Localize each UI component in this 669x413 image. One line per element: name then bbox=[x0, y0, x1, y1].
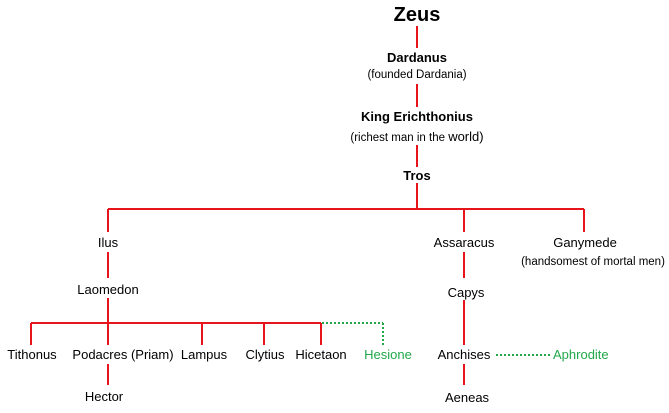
node-dardanus-note: (founded Dardania) bbox=[367, 69, 467, 81]
erichthonius-note-post: ) bbox=[479, 129, 484, 144]
node-laomedon: Laomedon bbox=[77, 282, 139, 297]
node-hesione: Hesione bbox=[364, 347, 412, 362]
node-aeneas: Aeneas bbox=[444, 390, 490, 405]
node-ganymede: Ganymede bbox=[553, 235, 617, 250]
erichthonius-note-world: world bbox=[448, 129, 480, 144]
node-dardanus: Dardanus bbox=[387, 50, 447, 65]
node-capys: Capys bbox=[447, 285, 485, 300]
erichthonius-note-pre: (richest man in the bbox=[350, 132, 449, 144]
node-ilus: Ilus bbox=[97, 235, 119, 250]
node-king-erichthonius: King Erichthonius bbox=[361, 109, 473, 124]
node-podacres-priam: Podacres (Priam) bbox=[72, 347, 174, 362]
node-aphrodite: Aphrodite bbox=[553, 347, 609, 362]
node-tros: Tros bbox=[403, 168, 431, 183]
node-hector: Hector bbox=[84, 389, 124, 404]
node-hicetaon: Hicetaon bbox=[295, 347, 347, 362]
node-lampus: Lampus bbox=[180, 347, 228, 362]
node-anchises: Anchises bbox=[437, 347, 491, 362]
node-assaracus: Assaracus bbox=[433, 235, 495, 250]
node-tithonus: Tithonus bbox=[7, 347, 57, 362]
node-clytius: Clytius bbox=[245, 347, 285, 362]
node-zeus: Zeus bbox=[393, 4, 441, 26]
node-erichthonius-note: (richest man in the world) bbox=[350, 130, 483, 145]
node-ganymede-note: (handsomest of mortal men) bbox=[521, 256, 665, 268]
